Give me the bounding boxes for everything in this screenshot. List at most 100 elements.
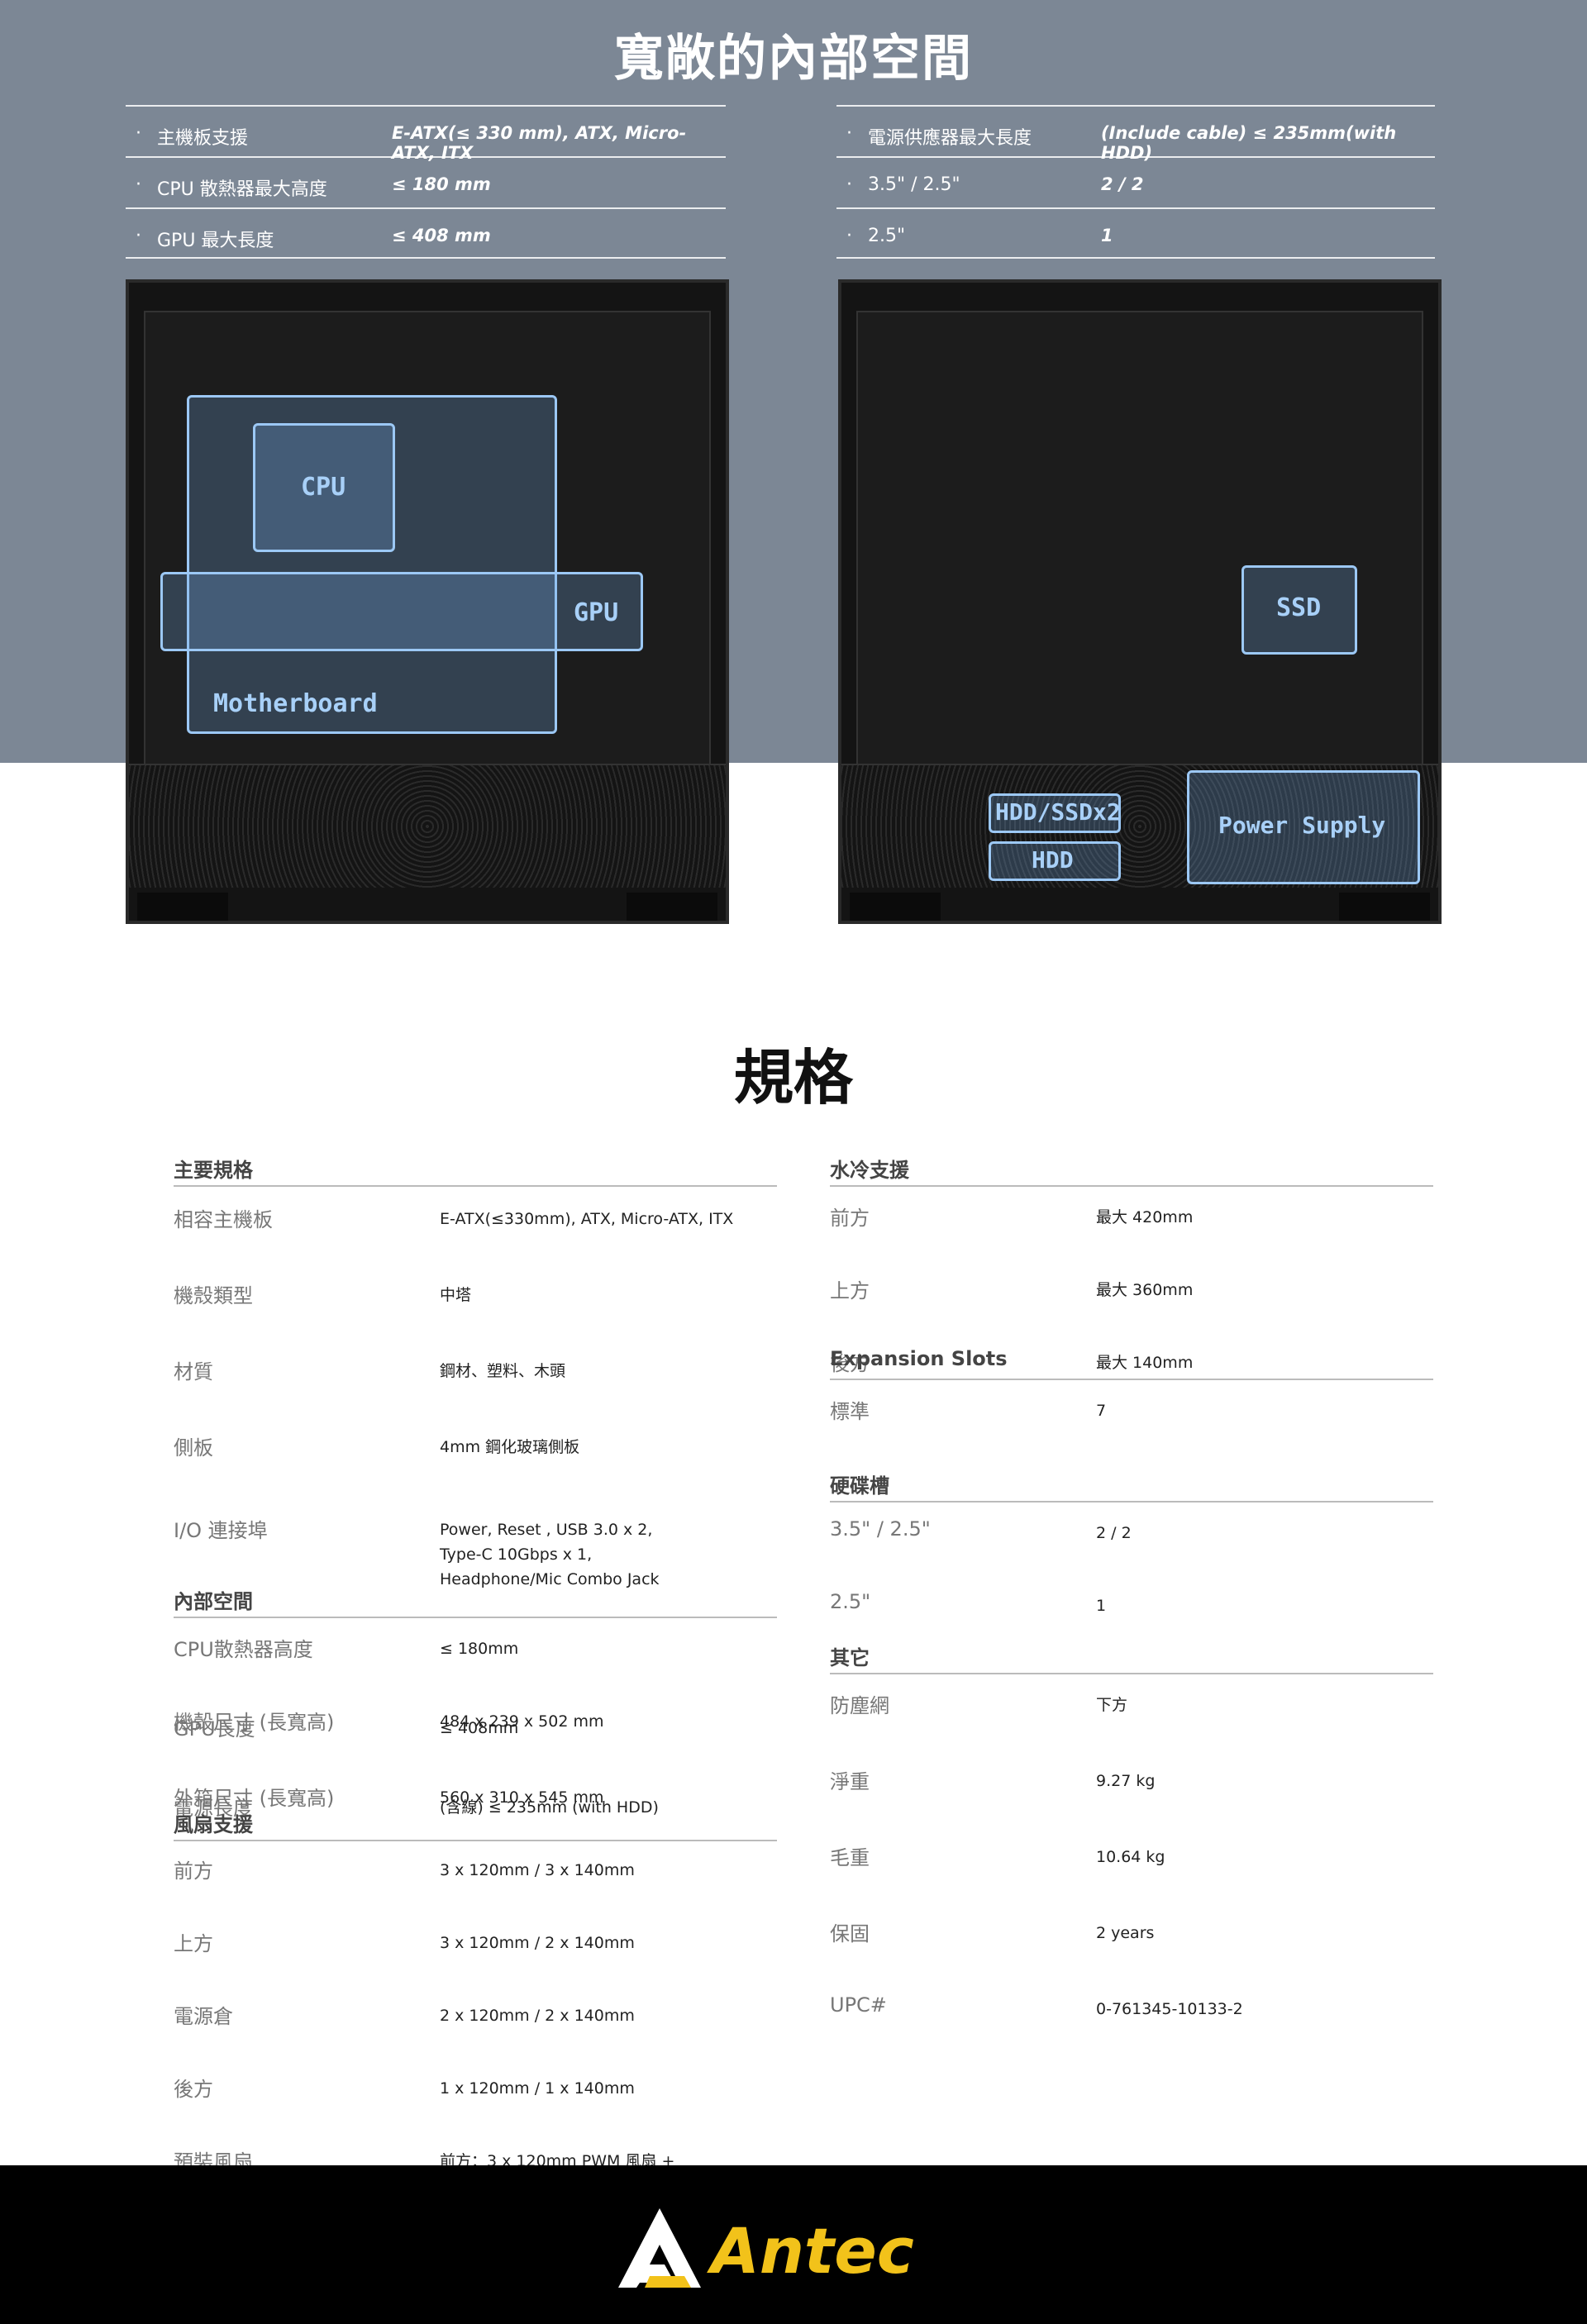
spec-value: (含線) ≤ 235mm (with HDD) bbox=[440, 1798, 659, 1817]
spec-row: 電源倉 2 x 120mm / 2 x 140mm bbox=[174, 2000, 777, 2036]
spec-value: 最大 420mm bbox=[1096, 1208, 1194, 1226]
spec-key: 電源長度 bbox=[174, 1797, 253, 1820]
spec-row: 前方 最大 420mm bbox=[830, 1202, 1433, 1238]
spec-row: I/O 連接埠 Power, Reset , USB 3.0 x 2, Type-… bbox=[174, 1514, 777, 1610]
spec-key: 2.5" bbox=[830, 1590, 871, 1613]
hdd-highlight bbox=[989, 841, 1121, 881]
section-heading: Expansion Slots bbox=[830, 1341, 1433, 1380]
right-spec-table: · 電源供應器最大長度 (Include cable) ≤ 235mm(with H… bbox=[836, 105, 1435, 259]
spec-value: E-ATX(≤ 330 mm), ATX, Micro-ATX, ITX bbox=[392, 123, 687, 163]
spec-value: 1 bbox=[1096, 1597, 1107, 1615]
case-foot bbox=[850, 893, 941, 921]
spec-row: 機殼類型 中塔 bbox=[174, 1279, 777, 1317]
psu-chamber bbox=[841, 764, 1438, 888]
spec-key: 前方 bbox=[174, 1860, 213, 1883]
spec-value: 最大 360mm bbox=[1096, 1281, 1194, 1299]
motherboard-highlight bbox=[187, 395, 557, 734]
bullet: · bbox=[846, 226, 852, 246]
spec-row: · 2.5" 1 bbox=[836, 207, 1435, 259]
section-heading: 其它 bbox=[830, 1635, 1433, 1674]
case-image-front: CPU GPU Motherboard bbox=[126, 279, 729, 924]
spec-key: 前方 bbox=[830, 1207, 870, 1230]
spec-key: UPC# bbox=[830, 1993, 887, 2017]
psu-highlight bbox=[1187, 770, 1420, 884]
ssd-highlight bbox=[1241, 565, 1357, 655]
spec-row: ·電源供應器最大長度(Include cable) ≤ 235mm(with H… bbox=[836, 105, 1435, 163]
spec-key: 材質 bbox=[174, 1360, 213, 1383]
water-cooling-section: 水冷支援 前方最大 420mm 上方最大 360mm 後方最大 140mm bbox=[830, 1147, 1433, 1375]
spec-row: ·CPU 散熱器最大高度≤ 180 mm bbox=[126, 156, 726, 207]
spec-key: CPU散熱器高度 bbox=[174, 1638, 313, 1661]
spec-row: 外箱尺寸 (長寬高)560 x 310 x 545 mm bbox=[174, 1782, 777, 1820]
footer: Antec bbox=[0, 2165, 1587, 2324]
hero-section: 寬敞的內部空間 · 主機板支援 E-ATX(≤ 330 mm), ATX, Micr… bbox=[0, 0, 1587, 942]
spec-key: 電源倉 bbox=[174, 2005, 233, 2028]
hdd-label: HDD bbox=[1032, 846, 1074, 874]
logo-accent bbox=[645, 2276, 691, 2288]
spec-row: CPU散熱器高度 ≤ 180mm bbox=[174, 1633, 777, 1673]
spec-value: 2 years bbox=[1096, 1924, 1155, 1942]
spec-key: 上方 bbox=[174, 1932, 213, 1955]
spec-value: (Include cable) ≤ 235mm(with HDD) bbox=[1101, 123, 1397, 163]
spec-row: 電源長度 (含線) ≤ 235mm (with HDD) bbox=[174, 1792, 777, 1831]
spec-value: Power, Reset , USB 3.0 x 2, Type-C 10Gbp… bbox=[440, 1521, 660, 1588]
spec-value: 2 / 2 bbox=[1101, 174, 1144, 194]
spec-value: E-ATX(≤330mm), ATX, Micro-ATX, ITX bbox=[440, 1210, 734, 1228]
bullet: · bbox=[846, 174, 852, 195]
bullet: · bbox=[136, 123, 141, 144]
spec-value: 0-761345-10133-2 bbox=[1096, 2000, 1243, 2018]
hdd-ssd-highlight bbox=[989, 793, 1121, 833]
specs-title: 規格 bbox=[733, 1043, 853, 1112]
spec-row: 材質鋼材、塑料、木頭 bbox=[174, 1355, 777, 1393]
spec-value: 484 x 239 x 502 mm bbox=[440, 1712, 604, 1731]
spec-label: 主機板支援 bbox=[157, 128, 249, 149]
bullet: · bbox=[136, 226, 141, 246]
spec-value: 下方 bbox=[1096, 1696, 1128, 1714]
motherboard-label: Motherboard bbox=[213, 689, 378, 718]
spec-value: 2 / 2 bbox=[1096, 1524, 1132, 1542]
left-spec-table: · 主機板支援 E-ATX(≤ 330 mm), ATX, Micro-ATX, I… bbox=[126, 105, 726, 259]
logo-mark-icon bbox=[618, 2208, 701, 2288]
case-foot bbox=[627, 893, 717, 921]
spec-value: ≤ 180 mm bbox=[392, 174, 491, 194]
drive-bay-section: 硬碟槽 3.5" / 2.5"2 / 2 2.5"1 bbox=[830, 1463, 1433, 1615]
spec-key: I/O 連接埠 bbox=[174, 1519, 268, 1542]
spec-key: 防塵網 bbox=[830, 1694, 889, 1717]
spec-value: 1 bbox=[1101, 226, 1113, 245]
ssd-label: SSD bbox=[1276, 593, 1322, 622]
spec-value: 2 x 120mm / 2 x 140mm bbox=[440, 2007, 635, 2025]
spec-label: 2.5" bbox=[868, 226, 906, 246]
spec-value: ≤ 180mm bbox=[440, 1640, 519, 1658]
spec-row: 保固 2 years bbox=[830, 1917, 1433, 1955]
section-heading: 主要規格 bbox=[174, 1147, 777, 1187]
spec-value: 最大 140mm bbox=[1096, 1354, 1194, 1372]
spec-key: 側板 bbox=[174, 1436, 213, 1460]
spec-label: 電源供應器最大長度 bbox=[868, 128, 1032, 149]
spec-key: 上方 bbox=[830, 1279, 870, 1302]
hdd-ssd-label: HDD/SSDx2 bbox=[995, 798, 1121, 826]
spec-value: 中塔 bbox=[440, 1286, 472, 1304]
spec-key: 3.5" / 2.5" bbox=[830, 1517, 931, 1541]
case-image-rear: SSD HDD/SSDx2 HDD Power Supply bbox=[838, 279, 1442, 924]
section-heading: 水冷支援 bbox=[830, 1147, 1433, 1187]
spec-value: 4mm 鋼化玻璃側板 bbox=[440, 1438, 580, 1456]
glass-panel bbox=[144, 311, 711, 774]
spec-key: 外箱尺寸 (長寬高) bbox=[174, 1787, 335, 1810]
spec-row: 側板 4mm 鋼化玻璃側板 bbox=[174, 1431, 777, 1473]
case-foot bbox=[137, 893, 228, 921]
gpu-label: GPU bbox=[574, 598, 619, 627]
spec-row: 機殼尺寸 (長寬高)484 x 239 x 502 mm bbox=[174, 1706, 777, 1744]
hero-title: 寬敞的內部空間 bbox=[614, 30, 973, 88]
spec-key: 機殼類型 bbox=[174, 1284, 253, 1307]
cpu-highlight bbox=[253, 423, 395, 552]
spec-key: 保固 bbox=[830, 1922, 870, 1945]
spec-row: · 主機板支援 E-ATX(≤ 330 mm), ATX, Micro-ATX, I… bbox=[126, 105, 726, 163]
